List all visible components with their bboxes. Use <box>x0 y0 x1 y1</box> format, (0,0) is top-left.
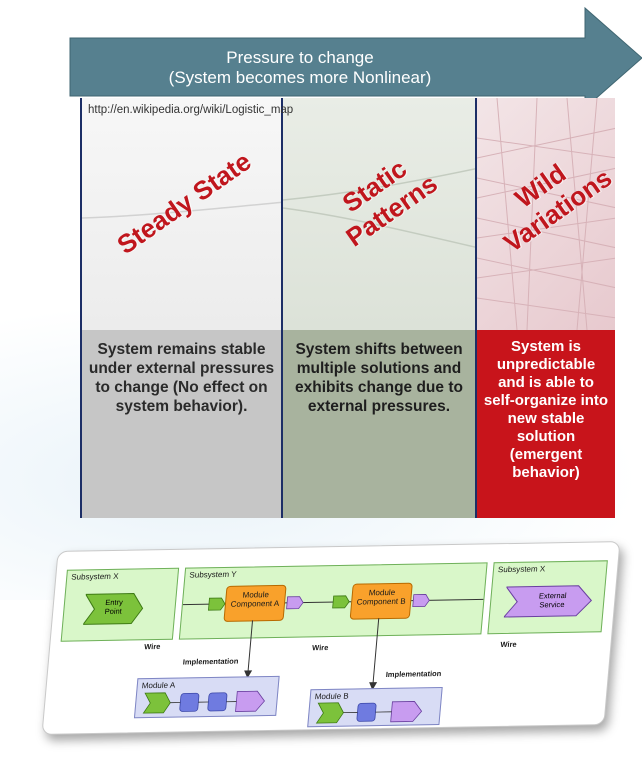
implementation-label-2: Implementation <box>385 669 442 679</box>
module-b-pipeline <box>315 701 423 724</box>
wild-variations-description: System is unpredictable and is able to s… <box>483 338 609 481</box>
module-a-box: Module A <box>133 675 280 719</box>
source-url: http://en.wikipedia.org/wiki/Logistic_ma… <box>88 104 294 116</box>
steady-state-description-panel: System remains stable under external pre… <box>82 330 281 518</box>
bifurcation-chaos-pattern <box>477 98 615 330</box>
static-patterns-panel: Static Patterns <box>283 98 475 330</box>
module-a-pipeline <box>142 690 265 714</box>
static-patterns-description-panel: System shifts between multiple solutions… <box>283 330 475 518</box>
pressure-arrow <box>69 6 642 110</box>
column-steady-state: Steady State System remains stable under… <box>80 98 283 518</box>
arrow-title-line1: Pressure to change <box>226 48 374 67</box>
bifurcation-branch-curves <box>283 168 475 248</box>
steady-state-panel: Steady State <box>82 98 281 330</box>
subsystem-x-left: Subsystem X Entry Point <box>60 567 180 642</box>
architecture-diagram-card: Subsystem X Entry Point Subsystem Y Modu… <box>41 541 621 735</box>
subsystem-x-right: Subsystem X External Service <box>487 560 608 635</box>
arrow-title-line2: (System becomes more Nonlinear) <box>168 68 432 87</box>
static-patterns-description: System shifts between multiple solutions… <box>295 341 463 415</box>
steady-state-description: System remains stable under external pre… <box>88 341 275 415</box>
subsystem-y-wires <box>182 594 484 611</box>
subsystem-y: Subsystem Y Module Component A Module Co… <box>178 562 488 640</box>
column-static-patterns: Static Patterns System shifts between mu… <box>281 98 477 518</box>
entry-point-shape <box>82 593 144 625</box>
wild-variations-description-panel: System is unpredictable and is able to s… <box>477 330 615 518</box>
external-service-shape <box>503 585 593 618</box>
arrow-title: Pressure to change (System becomes more … <box>70 48 530 88</box>
column-wild-variations: Wild Variations System is unpredictable … <box>475 98 615 518</box>
implementation-label-1: Implementation <box>182 656 239 667</box>
bifurcation-faint-curve <box>82 201 281 219</box>
wild-variations-panel: Wild Variations <box>477 98 615 330</box>
implementation-arrows <box>244 618 380 691</box>
module-b-box: Module B <box>307 686 443 728</box>
